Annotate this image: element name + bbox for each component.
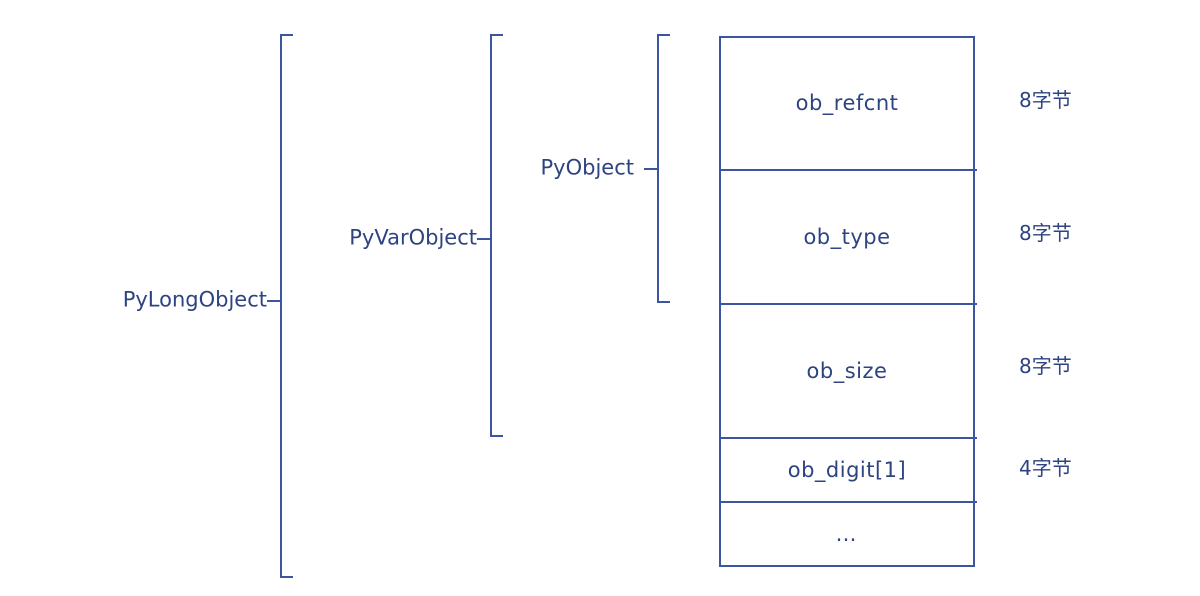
row-divider — [721, 437, 977, 439]
bracket-tick — [267, 300, 280, 302]
bracket-arm-bottom — [280, 576, 293, 578]
group-label-pyvarobject: PyVarObject — [349, 225, 477, 250]
field-name-ob-digit: ob_digit[1] — [787, 457, 907, 482]
struct-table: ob_refcnt ob_type ob_size ob_digit[1] … — [719, 36, 977, 567]
bracket-arm-top — [490, 34, 503, 36]
bracket-tick — [644, 168, 657, 170]
field-name-ob-refcnt: ob_refcnt — [795, 91, 899, 115]
field-name-ob-type: ob_type — [803, 224, 891, 249]
struct-row-ob-digit: ob_digit[1] — [721, 439, 973, 501]
bracket-tick — [477, 238, 490, 240]
bracket-arm-top — [657, 34, 670, 36]
struct-row-ob-refcnt: ob_refcnt — [721, 38, 973, 169]
struct-row-ob-type: ob_type — [721, 171, 973, 303]
bracket-arm-bottom — [490, 435, 503, 437]
row-divider — [721, 169, 977, 171]
size-label-ob-type: 8字节 — [1019, 221, 1072, 245]
bracket-arm-top — [280, 34, 293, 36]
field-name-ob-size: ob_size — [806, 358, 888, 383]
bracket-spine — [280, 34, 282, 578]
size-label-ob-digit: 4字节 — [1019, 456, 1072, 480]
group-label-pylongobject: PyLongObject — [122, 287, 267, 312]
bracket-arm-bottom — [657, 301, 670, 303]
size-label-ob-size: 8字节 — [1019, 354, 1072, 378]
bracket-spine — [490, 34, 492, 437]
bracket-spine — [657, 34, 659, 303]
size-label-ob-refcnt: 8字节 — [1019, 88, 1072, 112]
struct-row-ob-size: ob_size — [721, 305, 973, 437]
struct-row-ellipsis: … — [721, 503, 973, 565]
field-name-ellipsis: … — [835, 521, 859, 546]
row-divider — [721, 501, 977, 503]
group-label-pyobject: PyObject — [540, 155, 635, 180]
row-divider — [721, 303, 977, 305]
